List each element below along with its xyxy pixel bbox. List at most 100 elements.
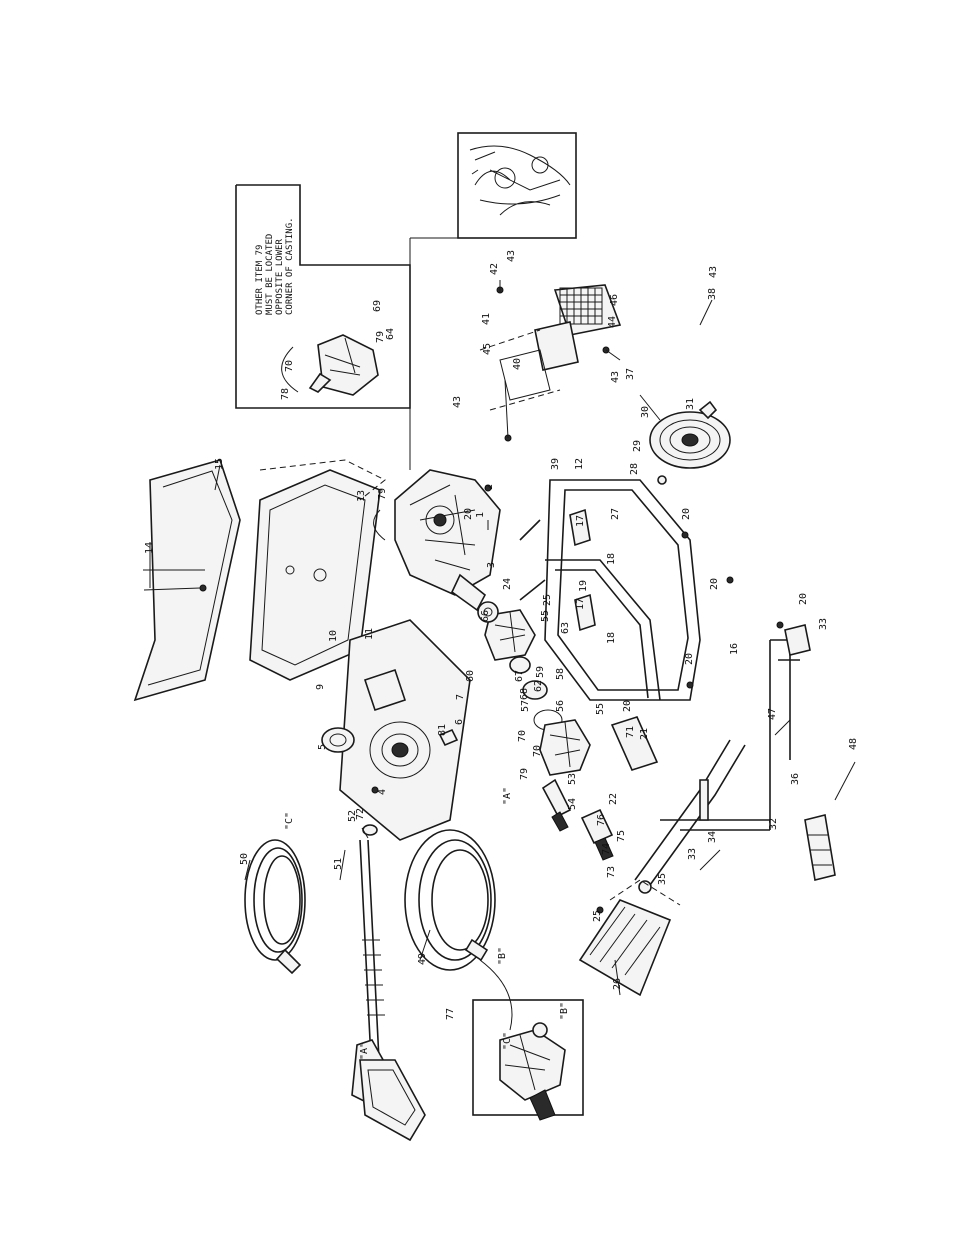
callout-label: 33 (818, 618, 829, 630)
callout-label: 25 (592, 910, 603, 922)
callout-label: 79 (375, 331, 386, 343)
callout-label: 13 (356, 490, 367, 502)
wheel (649, 400, 731, 485)
callout-label: 37 (625, 368, 636, 380)
callout-label: 18 (606, 632, 617, 644)
ref-label: "A" (359, 1042, 370, 1060)
callout-label: 20 (622, 700, 633, 712)
shroud (578, 879, 681, 997)
callout-label: 43 (452, 396, 463, 408)
callout-label: 76 (596, 814, 607, 826)
callout-label: 43 (610, 371, 621, 383)
callout-label: 10 (328, 630, 339, 642)
pump-body (539, 719, 591, 832)
callout-label: 67 (514, 670, 525, 682)
callout-label: 43 (708, 266, 719, 278)
callout-label: 54 (567, 798, 578, 810)
callout-label: 59 (535, 666, 546, 678)
callout-label: 74 (601, 843, 612, 855)
callout-label: 69 (372, 300, 383, 312)
callout-label: 45 (482, 343, 493, 355)
ref-label: "B" (559, 1002, 570, 1020)
callout-label: 15 (214, 458, 225, 470)
ref-label: "C" (284, 812, 295, 830)
callout-label: 57 (520, 700, 531, 712)
pump-detail-inset (472, 999, 584, 1121)
callout-label: 77 (445, 1008, 456, 1020)
callout-label: 43 (506, 250, 517, 262)
callout-label: 58 (555, 668, 566, 680)
callout-label: 50 (239, 853, 250, 865)
base-plate (339, 619, 471, 841)
callout-label: 72 (355, 808, 366, 820)
handle-bars (634, 624, 836, 894)
callout-label: 18 (606, 553, 617, 565)
callout-label: 36 (790, 773, 801, 785)
callout-label: 46 (609, 294, 620, 306)
callout-label: 55 (540, 610, 551, 622)
callout-label: 34 (707, 831, 718, 843)
callout-label: 33 (687, 848, 698, 860)
leader-lines (149, 280, 856, 996)
callout-label: 60 (465, 670, 476, 682)
pump-assembly (477, 601, 563, 731)
callout-label: 27 (610, 508, 621, 520)
callout-label: 47 (767, 708, 778, 720)
callout-label: 40 (512, 358, 523, 370)
callout-label: 16 (729, 643, 740, 655)
callout-label: 1 (475, 512, 486, 518)
callout-label: 9 (315, 684, 326, 690)
callout-label: 38 (707, 288, 718, 300)
note-line-4: CORNER OF CASTING. (285, 217, 295, 315)
callout-label: 20 (684, 653, 695, 665)
battery-grid (559, 287, 603, 325)
callout-label: 25 (542, 594, 553, 606)
note-line-2: MUST BE LOCATED (265, 234, 275, 315)
callout-label: 20 (681, 508, 692, 520)
callout-label: 63 (560, 622, 571, 634)
callout-label: 20 (463, 508, 474, 520)
callout-labels: 1 2 3 4 5 6 7 9 10 11 12 13 14 15 16 17 … (144, 250, 859, 1020)
callout-label: 19 (578, 580, 589, 592)
hose-coil-49 (244, 839, 306, 975)
cap-part (321, 727, 355, 753)
callout-label: 22 (608, 793, 619, 805)
callout-label: 56 (555, 700, 566, 712)
callout-label: 29 (632, 440, 643, 452)
ref-label: "B" (497, 947, 508, 965)
note-line-3: OPPOSITE LOWER (275, 239, 285, 315)
callout-label: 4 (377, 789, 388, 795)
callout-label: 11 (364, 628, 375, 640)
callout-label: 70 (284, 360, 295, 372)
callout-label: 52 (347, 810, 358, 822)
callout-label: 24 (502, 578, 513, 590)
callout-label: 42 (489, 263, 500, 275)
note-line-1: OTHER ITEM 79 (255, 245, 265, 315)
callout-label: 35 (657, 873, 668, 885)
callout-label: 7 (455, 694, 466, 700)
callout-label: 30 (640, 406, 651, 418)
engine-block (373, 469, 501, 612)
callout-label: 21 (639, 728, 650, 740)
callout-label: 62 (533, 680, 544, 692)
callout-label: 66 (480, 610, 491, 622)
callout-label: 68 (519, 688, 530, 700)
note-box: OTHER ITEM 79 MUST BE LOCATED OPPOSITE L… (235, 184, 411, 409)
unloader-valve (580, 808, 614, 845)
callout-label: 70 (532, 745, 543, 757)
callout-label: 75 (616, 830, 627, 842)
callout-label: 51 (333, 858, 344, 870)
callout-label: 41 (481, 313, 492, 325)
callout-label: 20 (709, 578, 720, 590)
callout-label: 70 (517, 730, 528, 742)
callout-label: 79 (377, 488, 388, 500)
callout-label: 2 (484, 484, 495, 490)
battery-box (479, 284, 622, 411)
callout-label: 17 (575, 598, 586, 610)
callout-label: 12 (574, 458, 585, 470)
callout-label: 55 (595, 703, 606, 715)
callout-label: 5 (317, 744, 328, 750)
callout-label: 78 (280, 388, 291, 400)
